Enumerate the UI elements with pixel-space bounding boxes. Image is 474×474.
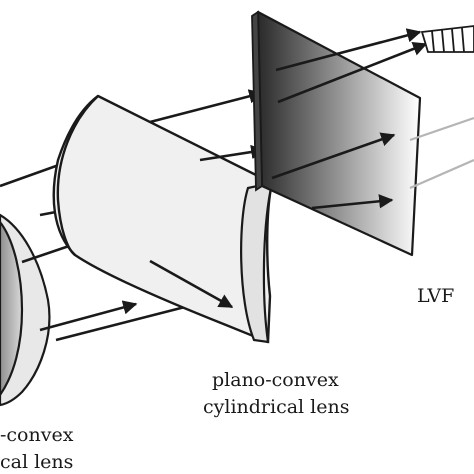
cylindrical-lens-front-curve	[56, 95, 99, 256]
rays-stage-3	[271, 28, 428, 210]
ray-3b	[311, 194, 394, 210]
ray-2a	[149, 89, 264, 124]
ray-2b	[199, 144, 266, 162]
detector-cell	[441, 29, 445, 53]
cylindrical-lens-curved-face	[240, 181, 274, 344]
left-spherical-lens	[0, 213, 51, 407]
lvf-label: LVF	[417, 285, 454, 307]
left-lens-label-line1: -convex	[0, 424, 74, 446]
detector-cell	[431, 30, 435, 53]
lvf-filter	[251, 10, 422, 257]
lvf-edge	[251, 10, 263, 192]
left-lens-label-line2: cal lens	[0, 451, 73, 473]
cylindrical-lens-label-line1: plano-convex	[212, 369, 339, 391]
left-lens-flat-face	[0, 220, 24, 397]
cylindrical-lens-label-line2: cylindrical lens	[203, 396, 349, 418]
ray-grey-b	[409, 158, 474, 190]
rays-grey	[409, 116, 474, 190]
ray-grey-a	[409, 116, 474, 142]
ray-3a	[271, 132, 396, 180]
detector-body	[420, 25, 474, 53]
lvf-panel	[256, 10, 422, 257]
ray-3c	[277, 42, 428, 104]
ray-1c	[39, 300, 138, 332]
detector-cell	[461, 27, 465, 53]
detector-array	[420, 25, 474, 53]
ray-2c	[149, 259, 234, 309]
cylindrical-lens-body	[52, 94, 274, 344]
ray-3d	[275, 28, 422, 72]
detector-cell	[451, 28, 455, 53]
cylindrical-lens	[52, 94, 274, 344]
rays-stage-2	[149, 89, 266, 309]
